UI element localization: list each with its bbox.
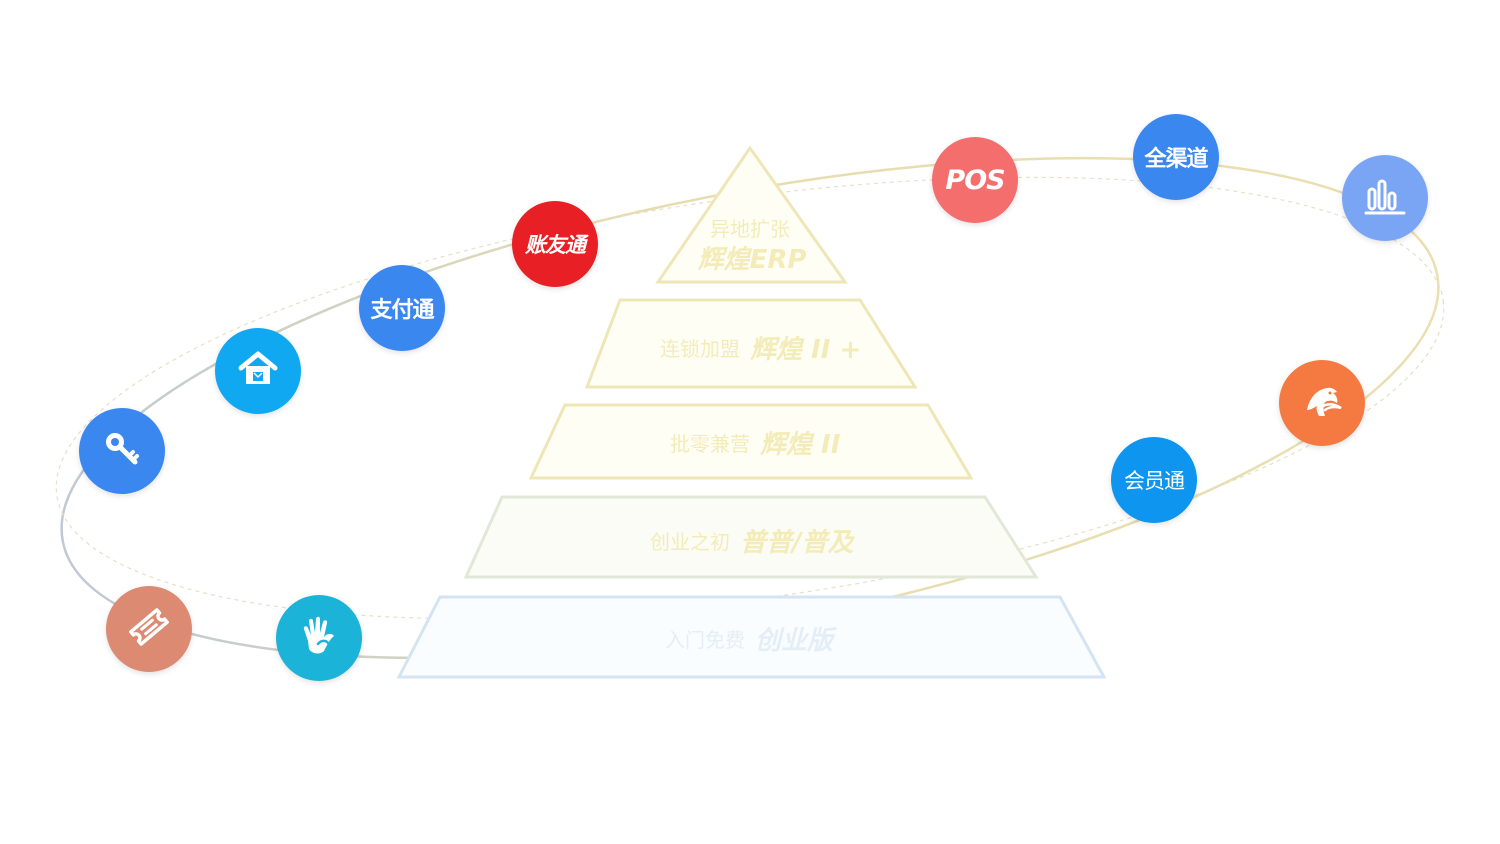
hand-icon bbox=[294, 611, 344, 665]
tier-4-name: 普普/普及 bbox=[740, 528, 855, 558]
bar-chart-node[interactable] bbox=[1342, 155, 1428, 241]
horse-icon bbox=[1297, 376, 1347, 430]
home-node[interactable] bbox=[215, 328, 301, 414]
pyramid-tier-2-shape bbox=[584, 298, 918, 389]
ticket-node[interactable] bbox=[106, 586, 192, 672]
quanqudao-node[interactable]: 全渠道 bbox=[1133, 114, 1219, 200]
tier-5-name: 创业版 bbox=[755, 626, 838, 656]
huiyuantong-label: 会员通 bbox=[1124, 469, 1185, 493]
tier-4-sub: 创业之初 bbox=[650, 530, 730, 554]
quanqudao-label: 全渠道 bbox=[1144, 147, 1208, 172]
pyramid: 异地扩张 辉煌ERP 连锁加盟 辉煌 II + 批零兼营 辉煌 II 创业之初 … bbox=[396, 145, 1107, 679]
pyramid-tier-5-shape bbox=[396, 595, 1107, 679]
pos-node[interactable]: POS bbox=[932, 137, 1018, 223]
home-icon bbox=[233, 344, 283, 398]
ticket-icon bbox=[124, 602, 174, 656]
huiyuantong-node[interactable]: 会员通 bbox=[1111, 437, 1197, 523]
hand-node[interactable] bbox=[276, 595, 362, 681]
tier-1-sub: 异地扩张 bbox=[710, 217, 790, 241]
pyramid-tier-1-shape bbox=[655, 145, 848, 284]
tier-2-name: 辉煌 II + bbox=[750, 335, 861, 365]
pyramid-tier-3-shape bbox=[528, 403, 974, 480]
tier-1-name: 辉煌ERP bbox=[698, 245, 807, 275]
bar-chart-icon bbox=[1360, 171, 1410, 225]
tier-3-name: 辉煌 II bbox=[760, 430, 841, 460]
key-node[interactable] bbox=[79, 408, 165, 494]
zhifutong-label: 支付通 bbox=[370, 298, 434, 323]
horse-node[interactable] bbox=[1279, 360, 1365, 446]
zhifutong-node[interactable]: 支付通 bbox=[359, 265, 445, 351]
tier-5-sub: 入门免费 bbox=[665, 628, 745, 652]
pyramid-tier-4-shape bbox=[463, 495, 1039, 579]
zhangyoutong-label: 账友通 bbox=[525, 233, 586, 257]
pos-label: POS bbox=[945, 164, 1005, 196]
tier-2-sub: 连锁加盟 bbox=[660, 337, 740, 361]
tier-3-sub: 批零兼营 bbox=[670, 432, 750, 456]
key-icon bbox=[97, 424, 147, 478]
zhangyoutong-node[interactable]: 账友通 bbox=[512, 201, 598, 287]
